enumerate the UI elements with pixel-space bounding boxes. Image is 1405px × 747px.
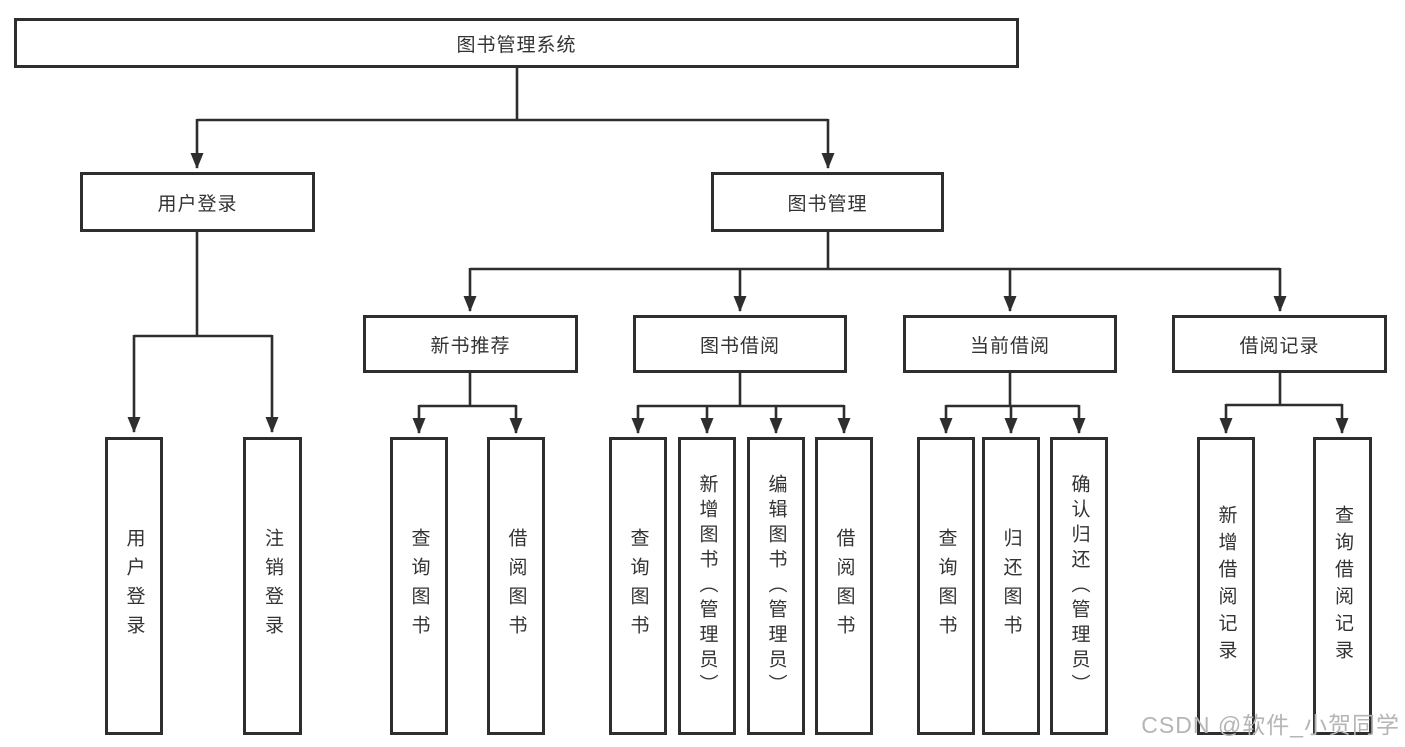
leaf-borrow-add-label: 新增图书（管理员） bbox=[696, 473, 718, 699]
leaf-newbook-borrow-label: 借阅图书 bbox=[505, 528, 527, 644]
leaf-borrow-borrow-label: 借阅图书 bbox=[833, 528, 855, 644]
node-user-login: 用户登录 bbox=[80, 172, 315, 232]
node-book-mgmt: 图书管理 bbox=[711, 172, 944, 232]
leaf-borrow-add: 新增图书（管理员） bbox=[678, 437, 736, 735]
leaf-current-confirm-label: 确认归还（管理员） bbox=[1068, 473, 1090, 699]
csdn-watermark: CSDN @软件_小贺同学 bbox=[1141, 712, 1400, 738]
leaf-current-return: 归还图书 bbox=[982, 437, 1040, 735]
node-book-mgmt-label: 图书管理 bbox=[787, 193, 868, 215]
leaf-current-query: 查询图书 bbox=[917, 437, 975, 735]
leaf-records-query: 查询借阅记录 bbox=[1313, 437, 1372, 735]
leaf-newbook-borrow: 借阅图书 bbox=[487, 437, 545, 735]
leaf-borrow-query: 查询图书 bbox=[609, 437, 667, 735]
leaf-current-query-label: 查询图书 bbox=[935, 528, 957, 644]
leaf-current-return-label: 归还图书 bbox=[1000, 528, 1022, 644]
leaf-user-login: 用户登录 bbox=[105, 437, 163, 735]
node-user-login-label: 用户登录 bbox=[157, 193, 238, 215]
leaf-logout: 注销登录 bbox=[243, 437, 302, 735]
leaf-borrow-borrow: 借阅图书 bbox=[815, 437, 873, 735]
leaf-current-confirm: 确认归还（管理员） bbox=[1050, 437, 1108, 735]
leaf-user-login-label: 用户登录 bbox=[123, 528, 145, 644]
node-new-book-rec-label: 新书推荐 bbox=[430, 335, 511, 357]
leaf-borrow-edit: 编辑图书（管理员） bbox=[747, 437, 805, 735]
leaf-newbook-query: 查询图书 bbox=[390, 437, 448, 735]
node-book-borrow: 图书借阅 bbox=[633, 315, 847, 373]
leaf-borrow-query-label: 查询图书 bbox=[627, 528, 649, 644]
node-new-book-rec: 新书推荐 bbox=[363, 315, 578, 373]
leaf-records-add: 新增借阅记录 bbox=[1197, 437, 1255, 735]
leaf-logout-label: 注销登录 bbox=[262, 528, 283, 644]
node-root-label: 图书管理系统 bbox=[456, 34, 577, 56]
leaf-newbook-query-label: 查询图书 bbox=[408, 528, 430, 644]
node-book-borrow-label: 图书借阅 bbox=[699, 335, 780, 357]
leaf-records-add-label: 新增借阅记录 bbox=[1215, 505, 1237, 667]
node-current-borrow-label: 当前借阅 bbox=[969, 335, 1050, 357]
node-borrow-records: 借阅记录 bbox=[1172, 315, 1387, 373]
node-current-borrow: 当前借阅 bbox=[903, 315, 1117, 373]
node-root: 图书管理系统 bbox=[14, 18, 1019, 68]
leaf-borrow-edit-label: 编辑图书（管理员） bbox=[765, 473, 787, 699]
leaf-records-query-label: 查询借阅记录 bbox=[1332, 505, 1353, 667]
node-borrow-records-label: 借阅记录 bbox=[1239, 335, 1320, 357]
